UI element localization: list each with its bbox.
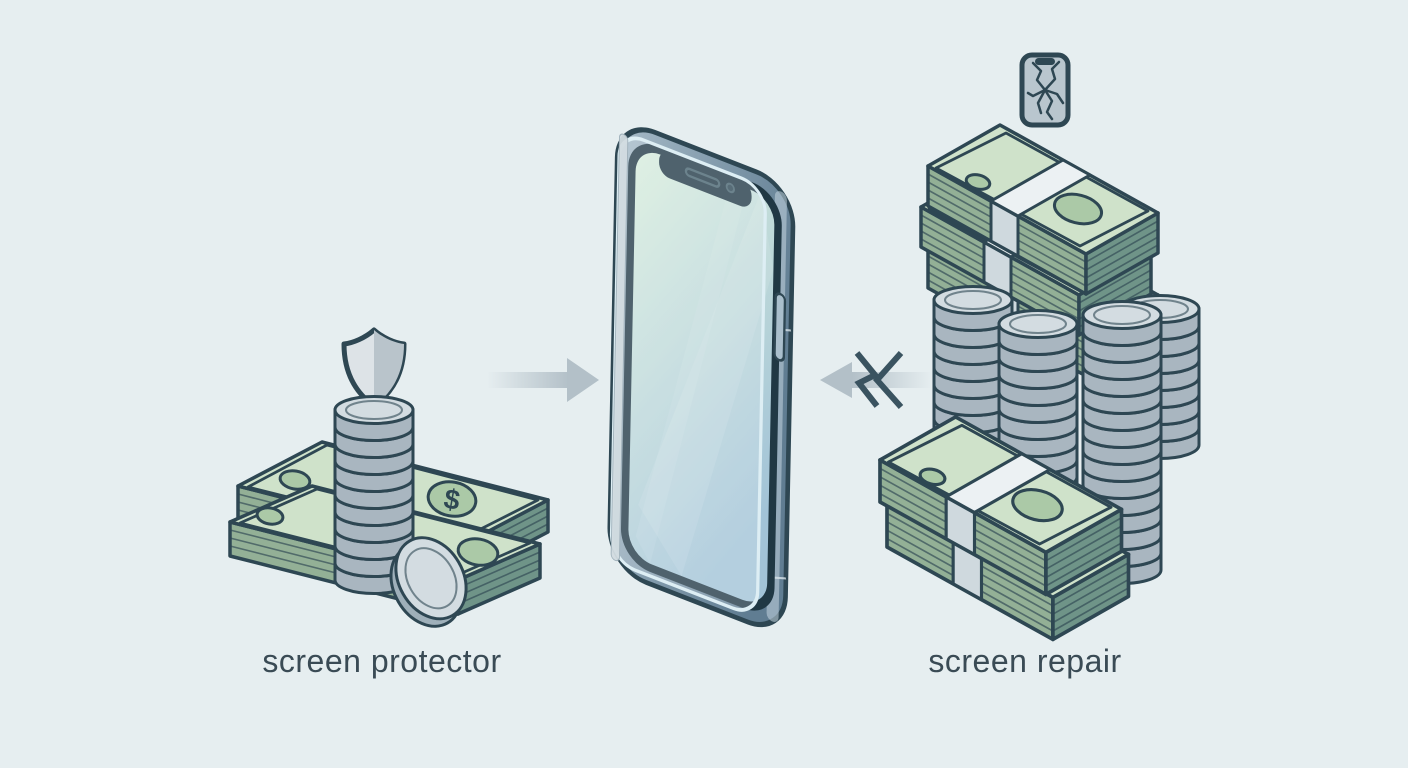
coin-stack-3 xyxy=(1081,300,1163,585)
screen-repair-label: screen repair xyxy=(928,643,1121,679)
phone-screen xyxy=(628,152,775,602)
break-chevron xyxy=(872,351,904,409)
blocked-arrow-icon xyxy=(820,351,932,409)
dollar-sign: $ xyxy=(442,483,463,516)
arrow-right-icon xyxy=(487,358,599,402)
phone-notch xyxy=(659,151,752,207)
leaning-coin-icon xyxy=(389,536,468,628)
smartphone-icon xyxy=(607,127,796,628)
speaker-icon xyxy=(684,167,721,188)
break-zigzag xyxy=(854,351,880,408)
screen-protector-label: screen protector xyxy=(262,643,501,679)
coin-stack-1 xyxy=(932,285,1014,485)
camera-icon xyxy=(725,182,735,194)
coin-stack-2 xyxy=(997,309,1079,543)
coin-stack-left xyxy=(333,395,415,595)
screen-protector-sheet-icon xyxy=(609,133,767,612)
right-group: screen repair xyxy=(878,52,1201,679)
side-button xyxy=(773,292,787,362)
left-group: $ screen protector xyxy=(228,327,550,679)
cracked-phone-icon xyxy=(1019,52,1071,128)
